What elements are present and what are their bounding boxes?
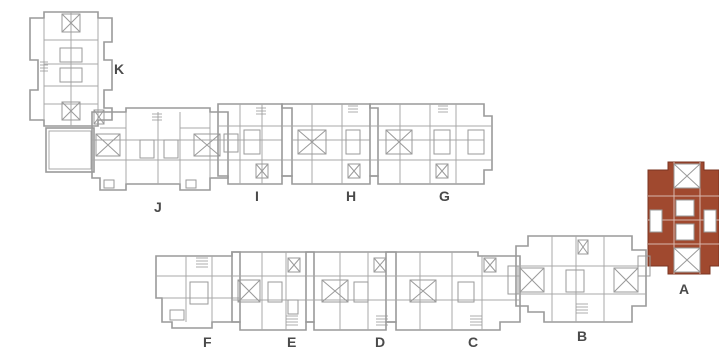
- block-label-i: I: [255, 188, 259, 204]
- block-label-e: E: [287, 334, 296, 350]
- block-a[interactable]: A: [647, 161, 719, 297]
- block-k[interactable]: K: [29, 11, 124, 173]
- block-label-f: F: [203, 334, 212, 350]
- block-connectors: [287, 255, 651, 315]
- block-label-j: J: [154, 199, 162, 215]
- block-label-h: H: [346, 188, 356, 204]
- block-c[interactable]: C: [385, 251, 521, 350]
- block-f[interactable]: F: [155, 251, 241, 350]
- block-b[interactable]: B: [515, 235, 647, 344]
- block-label-a: A: [679, 281, 689, 297]
- block-j[interactable]: J: [91, 107, 229, 215]
- block-a-highlight: [647, 161, 719, 275]
- block-label-b: B: [577, 328, 587, 344]
- block-label-d: D: [375, 334, 385, 350]
- block-e[interactable]: E: [231, 251, 315, 350]
- block-label-g: G: [439, 188, 450, 204]
- block-label-c: C: [468, 334, 478, 350]
- block-i[interactable]: I: [217, 103, 293, 204]
- block-g[interactable]: G: [369, 103, 493, 204]
- block-label-k: K: [114, 61, 124, 77]
- block-h[interactable]: H: [281, 103, 379, 204]
- block-d[interactable]: D: [305, 251, 397, 350]
